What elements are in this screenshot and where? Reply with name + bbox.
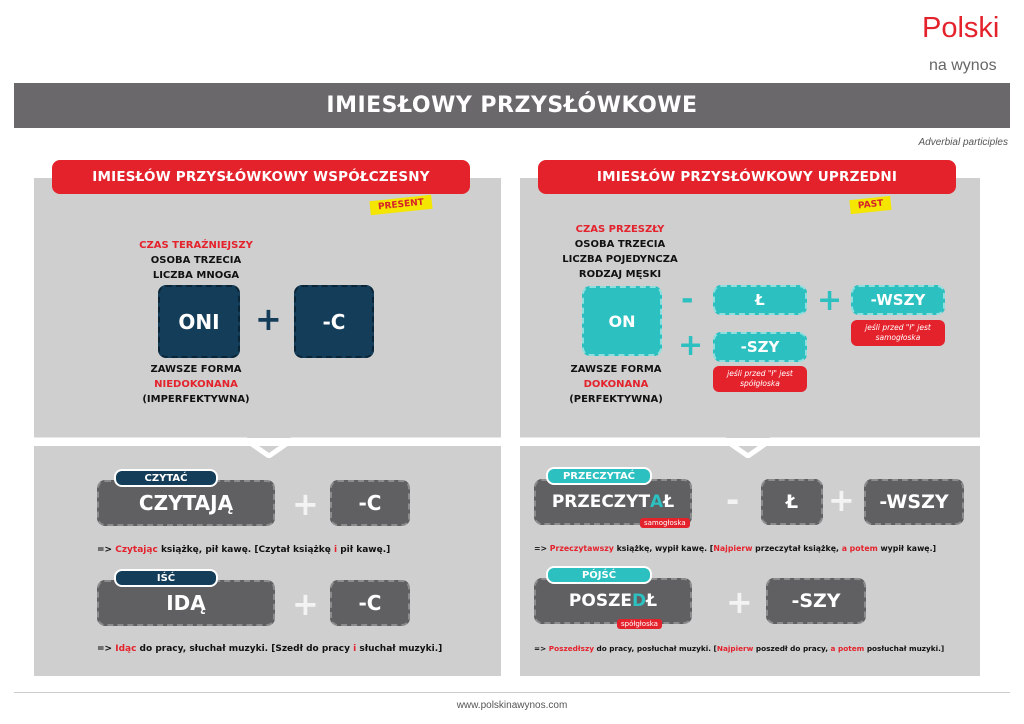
wszy-box: -WSZY bbox=[851, 285, 945, 315]
caption-line: OSOBA TRZECIA bbox=[150, 255, 242, 266]
on-box: ON bbox=[582, 286, 662, 356]
page-subtitle: Adverbial participles bbox=[918, 137, 1009, 148]
conjunction: i bbox=[353, 644, 357, 654]
arrow: => bbox=[97, 644, 116, 654]
caption-line: OSOBA TRZECIA bbox=[574, 239, 666, 250]
sequence-word: a potem bbox=[830, 644, 865, 653]
logo-text-rest: lski bbox=[957, 12, 1000, 44]
oni-box: ONI bbox=[158, 285, 240, 358]
sentence-text: wypił kawę.] bbox=[877, 544, 937, 553]
czytaja-box: CZYTAJĄ bbox=[97, 480, 275, 526]
l-box: Ł bbox=[761, 479, 823, 525]
participle: Czytając bbox=[115, 545, 158, 555]
sentence-text: pił kawę.] bbox=[337, 545, 391, 555]
arrow: => bbox=[97, 545, 116, 555]
vowel-mini-tag: samogłoska bbox=[640, 518, 690, 528]
stem-text: POSZE bbox=[568, 591, 633, 611]
left-rule-panel bbox=[34, 178, 501, 438]
consonant-note: jeśli przed "ł" jest spółgłoska bbox=[713, 366, 807, 392]
szy-box: -SZY bbox=[766, 578, 866, 624]
verb-label-pojsc: PÓJŚĆ bbox=[546, 566, 652, 584]
plus-sign: + bbox=[726, 583, 753, 621]
plus-sign: + bbox=[292, 485, 319, 523]
participle: Poszedłszy bbox=[548, 644, 594, 653]
suffix-c-box: -C bbox=[330, 480, 410, 526]
plus-sign: + bbox=[828, 481, 855, 519]
szy-box: -SZY bbox=[713, 332, 807, 362]
arrow: => bbox=[534, 544, 550, 553]
divider-notch bbox=[34, 437, 501, 458]
consonant-mini-tag: spółgłoska bbox=[617, 619, 662, 629]
plus-sign: + bbox=[292, 585, 319, 623]
minus-sign: - bbox=[681, 282, 694, 317]
footer-url: www.polskinawynos.com bbox=[456, 700, 568, 711]
caption-line: RODZAJ MĘSKI bbox=[578, 269, 662, 280]
wszy-box: -WSZY bbox=[864, 479, 964, 525]
page-title: IMIESŁOWY PRZYSŁÓWKOWE bbox=[14, 83, 1010, 128]
sequence-word: a potem bbox=[841, 544, 878, 553]
stem-highlight: A bbox=[650, 492, 664, 512]
logo-tagline: na wynos bbox=[929, 57, 997, 74]
sentence-text: do pracy, słuchał muzyki. [Szedł do prac… bbox=[136, 644, 354, 654]
caption-line: DOKONANA bbox=[583, 379, 649, 390]
example-sentence: => Poszedłszy do pracy, posłuchał muzyki… bbox=[534, 644, 944, 653]
logo: Polski bbox=[922, 14, 999, 43]
caption-line: LICZBA POJEDYNCZA bbox=[562, 254, 678, 265]
caption-line: NIEDOKONANA bbox=[154, 379, 238, 390]
example-sentence: => Przeczytawszy książkę, wypił kawę. [N… bbox=[534, 544, 936, 553]
caption-line: LICZBA MNOGA bbox=[152, 270, 240, 281]
sequence-word: Najpierw bbox=[713, 544, 753, 553]
example-sentence: => Czytając książkę, pił kawę. [Czytał k… bbox=[97, 545, 390, 555]
plus-sign: + bbox=[817, 283, 843, 318]
sentence-text: do pracy, posłuchał muzyki. [ bbox=[593, 644, 717, 653]
sentence-text: książkę, pił kawę. [Czytał książkę bbox=[157, 545, 334, 555]
sentence-text: słuchał muzyki.] bbox=[356, 644, 443, 654]
verb-label-czytac: CZYTAĆ bbox=[114, 469, 218, 487]
sentence-text: książkę, wypił kawę. [ bbox=[613, 544, 714, 553]
suffix-c-box: -C bbox=[294, 285, 374, 358]
caption-line: (PERFEKTYWNA) bbox=[569, 394, 663, 405]
minus-sign: - bbox=[726, 481, 740, 519]
left-caption-bottom: ZAWSZE FORMA NIEDOKONANA (IMPERFEKTYWNA) bbox=[96, 362, 296, 407]
plus-sign: + bbox=[255, 300, 282, 338]
divider-notch bbox=[520, 437, 980, 458]
example-sentence: => Idąc do pracy, słuchał muzyki. [Szedł… bbox=[97, 644, 442, 654]
logo-dot: o bbox=[941, 12, 958, 44]
caption-line: (IMPERFEKTYWNA) bbox=[142, 394, 250, 405]
sentence-text: przeczytał książkę, bbox=[752, 544, 842, 553]
ida-box: IDĄ bbox=[97, 580, 275, 626]
stem-text: Ł bbox=[646, 591, 658, 611]
left-panel-header: IMIESŁÓW PRZYSŁÓWKOWY WSPÓŁCZESNY bbox=[52, 160, 470, 194]
conjunction: i bbox=[334, 545, 338, 555]
stem-text: PRZECZYT bbox=[551, 492, 651, 512]
vowel-note: jeśli przed "ł" jest samogłoska bbox=[851, 320, 945, 346]
footer-divider bbox=[14, 692, 1010, 693]
plus-sign: + bbox=[678, 328, 704, 363]
logo-text: P bbox=[922, 12, 942, 44]
sentence-text: poszedł do pracy, bbox=[753, 644, 831, 653]
sequence-word: Najpierw bbox=[716, 644, 754, 653]
right-panel-header: IMIESŁÓW PRZYSŁÓWKOWY UPRZEDNI bbox=[538, 160, 956, 194]
participle: Idąc bbox=[115, 644, 137, 654]
arrow: => bbox=[534, 644, 549, 653]
caption-line: ZAWSZE FORMA bbox=[150, 364, 242, 375]
verb-label-przeczytac: PRZECZYTAĆ bbox=[546, 467, 652, 485]
right-caption-bottom: ZAWSZE FORMA DOKONANA (PERFEKTYWNA) bbox=[556, 362, 676, 407]
l-box: Ł bbox=[713, 285, 807, 315]
caption-line: CZAS TERAŹNIEJSZY bbox=[139, 240, 253, 251]
caption-line: ZAWSZE FORMA bbox=[570, 364, 662, 375]
stem-text: Ł bbox=[663, 492, 675, 512]
caption-line: CZAS PRZESZŁY bbox=[575, 224, 665, 235]
right-caption-top: CZAS PRZESZŁY OSOBA TRZECIA LICZBA POJED… bbox=[560, 222, 680, 282]
suffix-c-box: -C bbox=[330, 580, 410, 626]
sentence-text: posłuchał muzyki.] bbox=[864, 644, 945, 653]
stem-highlight: D bbox=[632, 591, 647, 611]
left-caption-top: CZAS TERAŹNIEJSZY OSOBA TRZECIA LICZBA M… bbox=[96, 238, 296, 283]
verb-label-isc: IŚĆ bbox=[114, 569, 218, 587]
participle: Przeczytawszy bbox=[549, 544, 614, 553]
